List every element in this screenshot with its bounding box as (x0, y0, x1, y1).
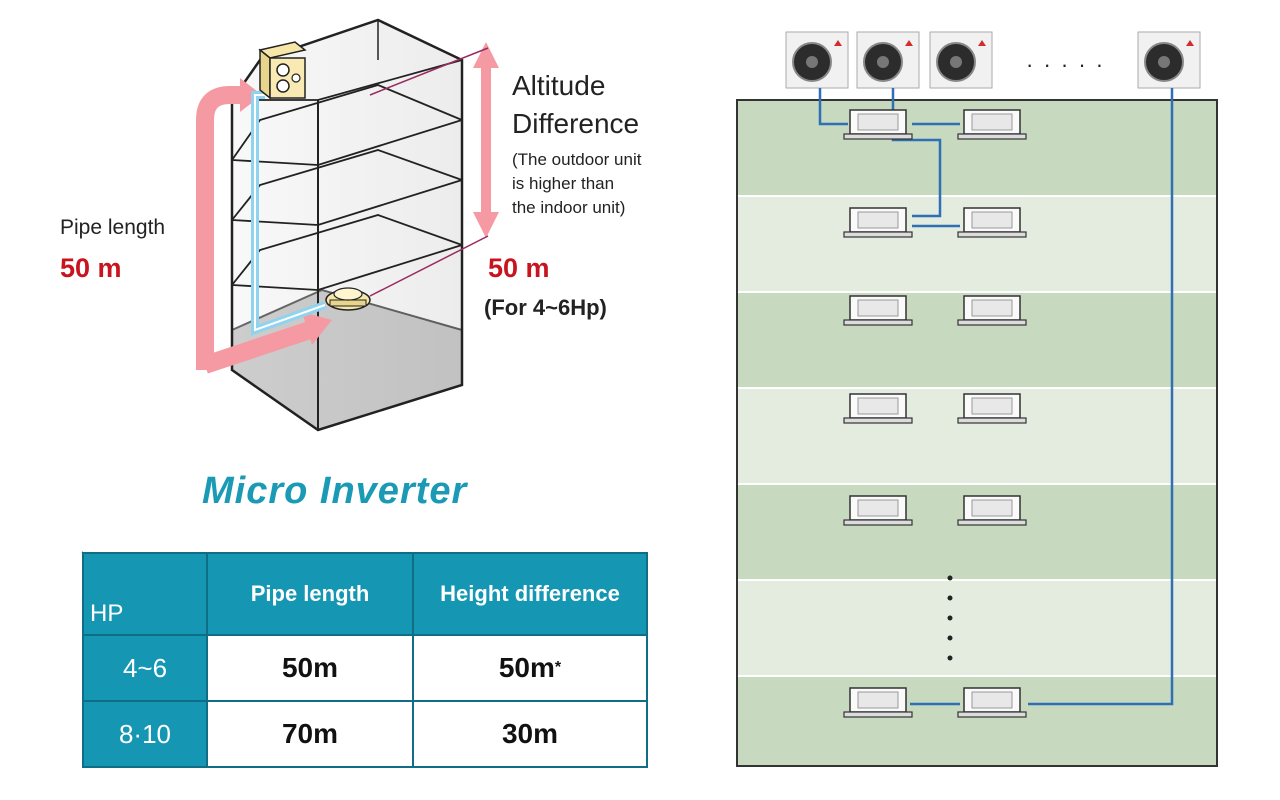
pipe-length-label: Pipe length (60, 216, 166, 239)
indoor-unit-icon (957, 295, 1027, 326)
refrigerant-piping (818, 88, 1174, 706)
altitude-note-line3: the indoor unit) (512, 198, 626, 217)
altitude-title-line1: Altitude (512, 70, 606, 101)
altitude-arrow (473, 42, 499, 238)
indoor-unit-icon (957, 109, 1027, 140)
leader-line-top (369, 47, 489, 96)
row-pipe-length: 70m (281, 718, 339, 749)
outdoor-unit-icon (1137, 31, 1201, 89)
outdoor-unit-icon (258, 41, 307, 100)
row-height-difference-value: 50m (498, 652, 555, 683)
brand-title: Micro Inverter (202, 470, 468, 512)
altitude-note-line1: (The outdoor unit (512, 150, 642, 169)
indoor-unit-icon (957, 687, 1027, 718)
pipe-length-arrow (196, 86, 245, 370)
row-pipe-length: 50m (281, 652, 339, 683)
leader-line-bottom (369, 235, 489, 297)
altitude-value: 50 m (488, 253, 550, 283)
pipe-arrow-head-bottom (302, 312, 332, 345)
indoor-unit-icon (843, 495, 913, 526)
continuation-dots (947, 575, 953, 661)
indoor-unit-icon (957, 393, 1027, 424)
outdoor-unit-icon (929, 31, 993, 89)
building-frame (736, 99, 1218, 767)
altitude-condition: (For 4~6Hp) (484, 295, 607, 320)
row-hp-8-10: 8·10 (118, 718, 172, 749)
spec-table-corner-label: HP (90, 600, 124, 627)
altitude-title-line2: Difference (512, 108, 640, 139)
indoor-unit-icon (957, 495, 1027, 526)
footnote-asterisk: * (554, 659, 562, 676)
row-height-difference: 30m (501, 718, 559, 749)
altitude-note-line2: is higher than (512, 174, 615, 193)
outdoor-unit-icon (785, 31, 849, 89)
indoor-unit-icon (957, 207, 1027, 238)
indoor-unit-icon (843, 295, 913, 326)
header-pipe-length: Pipe length (250, 581, 370, 606)
indoor-unit-icon (843, 687, 913, 718)
row-height-difference: 50m* (414, 636, 646, 700)
header-height-difference: Height difference (440, 581, 620, 606)
spec-table-header (84, 554, 646, 634)
row-hp-4-6: 4~6 (122, 652, 168, 683)
floor-bands (736, 99, 1218, 767)
indoor-unit-icon (843, 393, 913, 424)
floor-slabs (231, 59, 463, 291)
spec-table: HP Pipe length Height difference 4~6 50m… (82, 552, 648, 768)
outdoor-units-ellipsis: · · · · · (1026, 52, 1106, 77)
indoor-unit-icon (843, 207, 913, 238)
indoor-unit-icon (843, 109, 913, 140)
indoor-unit-icon (325, 287, 371, 311)
pipe-length-value: 50 m (60, 253, 122, 283)
building-diagram (81, 18, 499, 633)
outdoor-unit-icon (856, 31, 920, 89)
